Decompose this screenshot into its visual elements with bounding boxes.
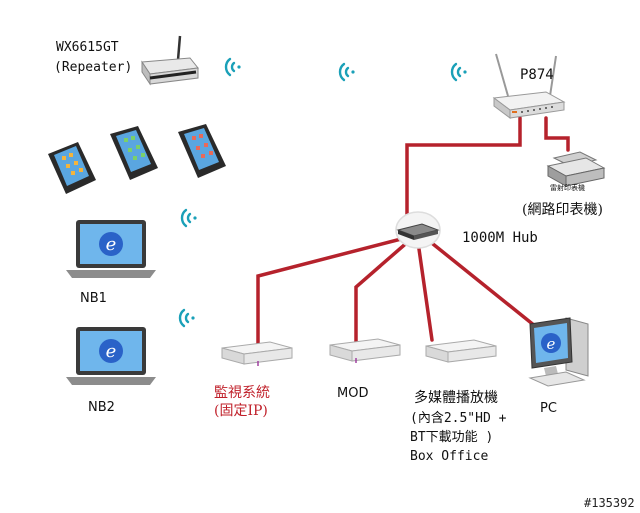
wifi-signal-icon — [338, 62, 355, 82]
hub-to-mod-cable — [354, 238, 412, 345]
smartphone-icon — [48, 142, 96, 194]
nb1-label: NB1 — [80, 291, 107, 306]
svg-text:e: e — [547, 335, 556, 353]
svg-text:e: e — [106, 341, 117, 362]
smartphone-icon — [178, 124, 226, 178]
wifi-signal-icon — [180, 208, 197, 228]
nb2-label: NB2 — [88, 400, 115, 415]
pc-label: PC — [540, 401, 557, 416]
router-label: P874 — [520, 67, 554, 83]
smartphone-icon — [110, 126, 158, 180]
wifi-signal-icon — [178, 308, 195, 328]
surveillance-label-2: (固定IP) — [214, 403, 268, 419]
desktop-pc-icon: e — [528, 317, 589, 387]
repeater-icon — [141, 35, 199, 86]
set-top-box-icon — [221, 341, 293, 366]
set-top-box-icon — [425, 339, 497, 363]
hub-icon — [395, 211, 441, 249]
media-label-2: (內含2.5"HD + — [410, 411, 507, 426]
hub-to-surveillance-cable — [256, 236, 407, 348]
laptop-icon: e — [66, 327, 156, 385]
printer-icon — [546, 151, 606, 187]
hub-label: 1000M Hub — [462, 230, 538, 246]
router-to-hub-cable — [405, 116, 522, 234]
media-label-3: BT下載功能 ) — [410, 430, 494, 445]
image-id-watermark: #135392 — [584, 496, 635, 510]
laptop-icon: e — [66, 220, 156, 278]
hub-to-media-cable — [416, 240, 434, 342]
repeater-role-label: (Repeater) — [54, 60, 133, 75]
printer-label: (網路印表機) — [522, 202, 603, 218]
router-icon — [492, 53, 566, 119]
wifi-signal-icon — [224, 57, 241, 77]
surveillance-label-1: 監視系統 — [214, 385, 270, 401]
hub-to-pc-cable — [426, 238, 542, 332]
media-label-4: Box Office — [410, 449, 489, 464]
set-top-box-icon — [329, 338, 401, 363]
printer-caption: 雷射印表機 — [550, 184, 585, 192]
mod-label: MOD — [337, 386, 369, 401]
repeater-model-label: WX6615GT — [56, 40, 119, 55]
router-to-printer-cable — [544, 116, 570, 152]
media-label-1: 多媒體播放機 — [414, 390, 498, 406]
wifi-signal-icon — [450, 62, 467, 82]
svg-text:e: e — [106, 234, 117, 255]
